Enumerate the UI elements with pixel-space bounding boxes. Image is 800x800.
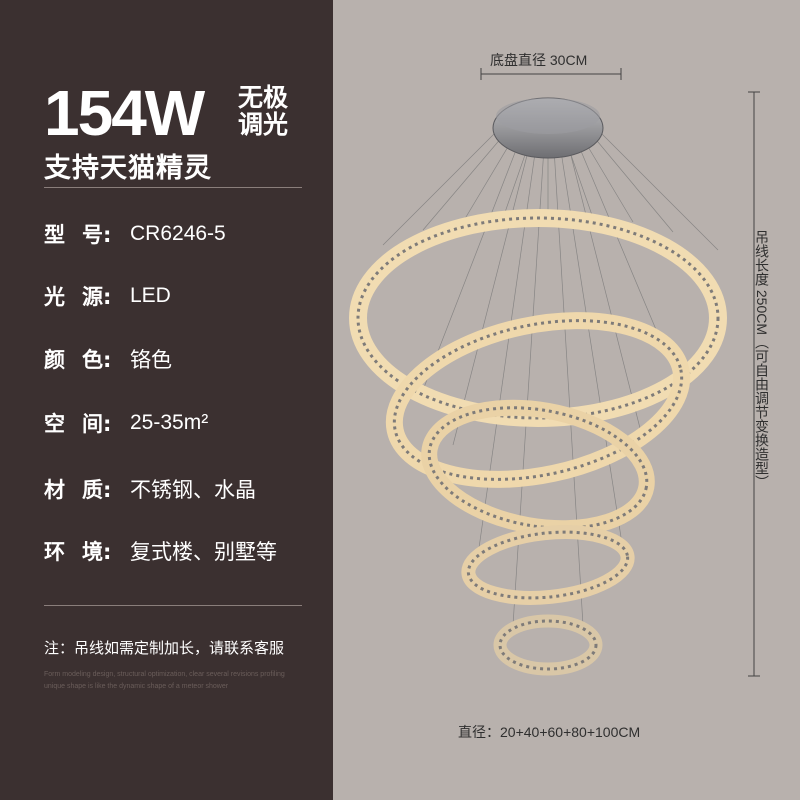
spec-value-material: 不锈钢、水晶	[130, 479, 256, 502]
spec-row-color: 颜色: 铬色	[44, 343, 172, 375]
spec-panel: 154W 无极 调光 支持天猫精灵 型号: CR6246-5 光源: LED 颜…	[0, 0, 333, 800]
ring-60cm	[421, 399, 655, 537]
tagline: 支持天猫精灵	[44, 153, 212, 184]
spec-key-char: 材	[44, 478, 65, 502]
spec-key-char: 空	[44, 412, 65, 436]
divider-bottom	[44, 605, 302, 606]
spec-value-model: CR6246-5	[130, 222, 226, 245]
chandelier-illustration	[349, 68, 760, 677]
spec-key: 光源:	[44, 281, 130, 311]
spec-key-char: 型	[44, 223, 65, 247]
spec-key-char: 质:	[82, 478, 112, 502]
english-description-line2: unique shape is like the dynamic shape o…	[44, 683, 229, 690]
ring-40cm	[461, 525, 635, 605]
spec-key: 环境:	[44, 536, 130, 566]
spec-key-char: 颜	[44, 348, 65, 372]
spec-row-space: 空间: 25-35m²	[44, 407, 208, 439]
ceiling-base-plate	[492, 97, 604, 159]
spec-value-environment: 复式楼、别墅等	[130, 541, 277, 564]
spec-row-light-source: 光源: LED	[44, 280, 171, 312]
dimming-label-line2: 调光	[238, 110, 289, 139]
spec-key-char: 境:	[82, 540, 112, 564]
customization-note: 注：吊线如需定制加长，请联系客服	[44, 639, 285, 657]
power-rating: 154W	[44, 77, 205, 149]
divider-top	[44, 187, 302, 188]
ring-80cm	[385, 312, 691, 488]
spec-value-light-source: LED	[130, 284, 171, 307]
spec-key-char: 光	[44, 285, 65, 309]
cable-length-label: 吊线长度 250CM（可自由调节变换造型）	[754, 230, 770, 490]
spec-key-char: 环	[44, 540, 65, 564]
spec-value-color: 铬色	[130, 349, 172, 372]
spec-key: 颜色:	[44, 344, 130, 374]
spec-key-char: 间:	[82, 412, 112, 436]
spec-key: 材质:	[44, 474, 130, 504]
spec-key-char: 色:	[82, 348, 112, 372]
spec-key-char: 源:	[82, 285, 112, 309]
spec-row-material: 材质: 不锈钢、水晶	[44, 473, 256, 505]
spec-key: 型号:	[44, 219, 130, 249]
spec-row-environment: 环境: 复式楼、别墅等	[44, 535, 277, 567]
spec-key: 空间:	[44, 408, 130, 438]
base-dimension-line	[480, 68, 622, 80]
ring-100cm	[349, 209, 727, 427]
ring-diameters-label: 直径：20+40+60+80+100CM	[458, 724, 641, 740]
ring-20cm	[493, 614, 603, 676]
spec-key-char: 号:	[82, 223, 112, 247]
spec-row-model: 型号: CR6246-5	[44, 218, 226, 250]
english-description-line1: Form modeling design, structural optimiz…	[44, 671, 285, 678]
spec-value-space: 25-35m²	[130, 411, 209, 434]
cable-length-line	[748, 91, 760, 677]
base-diameter-label: 底盘直径 30CM	[490, 52, 588, 68]
dimming-label-line1: 无极	[238, 83, 289, 112]
